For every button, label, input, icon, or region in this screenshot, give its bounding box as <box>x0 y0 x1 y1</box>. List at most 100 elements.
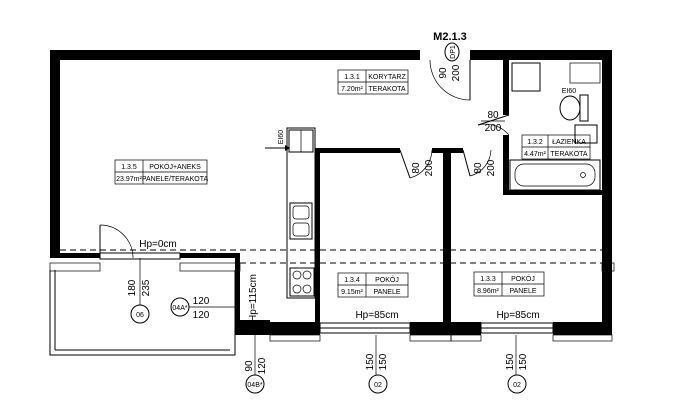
room-b-floor: PANELE <box>509 288 536 295</box>
w04a-width: 120 <box>193 296 210 307</box>
window-b-height: 150 <box>518 353 529 370</box>
w04b-tag: 04B* <box>247 382 262 389</box>
bathroom-wall-left <box>503 60 509 115</box>
room-b-number: 1.3.3 <box>480 276 496 283</box>
burner-4 <box>302 284 312 294</box>
burner-3 <box>292 284 302 294</box>
room-living-number: 1.3.5 <box>121 164 137 171</box>
entrance-door-height: 200 <box>451 64 462 81</box>
living-bottom-wall <box>50 253 100 258</box>
room-a-door-width: 80 <box>411 162 422 174</box>
top-wall-right <box>470 50 612 60</box>
bottom-wall-room-a-left <box>270 322 320 335</box>
right-wall <box>602 50 612 335</box>
room-corridor-label: 1.3.1 KORYTARZ 7.20m² TERAKOTA <box>337 69 409 95</box>
balcony-door-height: 235 <box>141 279 152 296</box>
room-living-label: 1.3.5 POKÓJ+ANEKS 23.97m² PANELE/TERAKOT… <box>114 159 209 185</box>
room-bathroom-label: 1.3.2 ŁAZIENKA 4.47m² TERAKOTA <box>521 134 591 160</box>
w04b-width: 90 <box>244 360 255 372</box>
bottom-wall-room-a-right <box>410 322 451 335</box>
bathroom-door-width: 80 <box>487 110 499 121</box>
room-b-door-leaf <box>462 149 471 177</box>
room-a-floor: PANELE <box>373 289 400 296</box>
room-corridor-area: 7.20m² <box>341 86 363 93</box>
room-corridor-floor: TERAKOTA <box>368 86 406 93</box>
bathtub <box>509 159 601 191</box>
entrance-door-swing <box>429 59 471 101</box>
room-a-area: 9.15m² <box>341 289 363 296</box>
entrance-door-width: 90 <box>438 67 449 79</box>
bathtub-inner <box>514 163 596 187</box>
hp-room-b: Hp=85cm <box>496 310 539 321</box>
washbasin <box>574 124 598 144</box>
room-bathroom-name: ŁAZIENKA <box>552 139 586 146</box>
ei60-kitchen-label: EI60 <box>278 130 285 145</box>
burner-2 <box>302 270 312 280</box>
kitchen-counter <box>286 127 316 299</box>
room-a-door-leaf <box>399 149 411 179</box>
bathroom-wall-left-lower <box>503 135 509 195</box>
partition-corridor-room-a-left <box>320 148 400 153</box>
room-b-area: 8.96m² <box>477 288 499 295</box>
bathroom-door-height: 200 <box>485 123 502 134</box>
ei60-arrowhead <box>285 145 290 151</box>
w04b-tag-circle <box>245 374 265 394</box>
toilet-tank <box>579 94 589 122</box>
balcony-outline <box>49 270 236 356</box>
window-a-width: 150 <box>365 353 376 370</box>
partition-kitchen-room-a <box>315 148 320 333</box>
kitchen-sink <box>289 202 313 240</box>
bottom-wall-kitchen <box>240 320 270 335</box>
bathroom-wall-bottom <box>503 190 602 195</box>
living-bottom-wall-right <box>180 253 240 258</box>
sink-bowl-1 <box>292 205 310 220</box>
kitchen-outer-wall <box>235 253 240 335</box>
balcony-door-tag: 06 <box>136 312 144 319</box>
room-living-floor: PANELE/TERAKOTA <box>142 176 209 183</box>
partition-room-a-room-b <box>443 148 451 333</box>
hp-kitchen: Hp=115cm <box>248 274 259 322</box>
hp-living: Hp=0cm <box>139 239 177 250</box>
kitchen <box>265 127 316 299</box>
room-bathroom-floor: TERAKOTA <box>550 151 588 158</box>
room-bathroom-number: 1.3.2 <box>527 139 543 146</box>
window-a-tag-circle <box>368 374 388 394</box>
bathroom-door-swing <box>477 123 510 136</box>
bottom-wall-room-b-left <box>451 322 481 335</box>
window-b-tag: 02 <box>513 382 521 389</box>
toilet <box>559 95 581 121</box>
corridor-tag-circle <box>444 42 460 62</box>
washer <box>511 62 541 92</box>
room-a-label: 1.3.4 POKÓJ 9.15m² PANELE <box>337 272 409 298</box>
room-living-area: 23.97m² <box>116 176 142 183</box>
apartment-code: M2.1.3 <box>433 31 467 43</box>
w04b-height: 120 <box>257 357 268 374</box>
balcony-door-width: 180 <box>127 279 138 296</box>
bathroom <box>509 62 601 191</box>
window-a-height: 150 <box>378 353 389 370</box>
parapet-left <box>49 262 101 272</box>
parapet-bottom-b <box>409 334 452 342</box>
parapet-bottom-a <box>269 334 321 342</box>
overhead-lines <box>60 249 612 264</box>
balcony-door-tag-circle <box>130 304 150 324</box>
room-a-number: 1.3.4 <box>344 277 360 284</box>
room-corridor-name: KORYTARZ <box>368 74 406 81</box>
room-a-door-swing <box>409 149 433 179</box>
top-wall-left <box>50 50 420 60</box>
room-b-door-swing <box>469 149 492 177</box>
stove <box>289 267 315 297</box>
room-a-name: POKÓJ <box>375 275 399 284</box>
corridor-tag: DP1 <box>450 45 457 59</box>
room-b-door-width: 80 <box>473 162 484 174</box>
room-b-name: POKÓJ <box>511 274 535 283</box>
balcony-door-swing <box>99 224 134 259</box>
left-wall <box>50 50 60 255</box>
w04a-height: 120 <box>193 310 210 321</box>
window-a-tag: 02 <box>374 382 382 389</box>
room-bathroom-area: 4.47m² <box>524 151 546 158</box>
window-b-tag-circle <box>507 374 527 394</box>
room-b-label: 1.3.3 POKÓJ 8.96m² PANELE <box>473 271 545 297</box>
room-b-door-height: 200 <box>486 159 497 176</box>
